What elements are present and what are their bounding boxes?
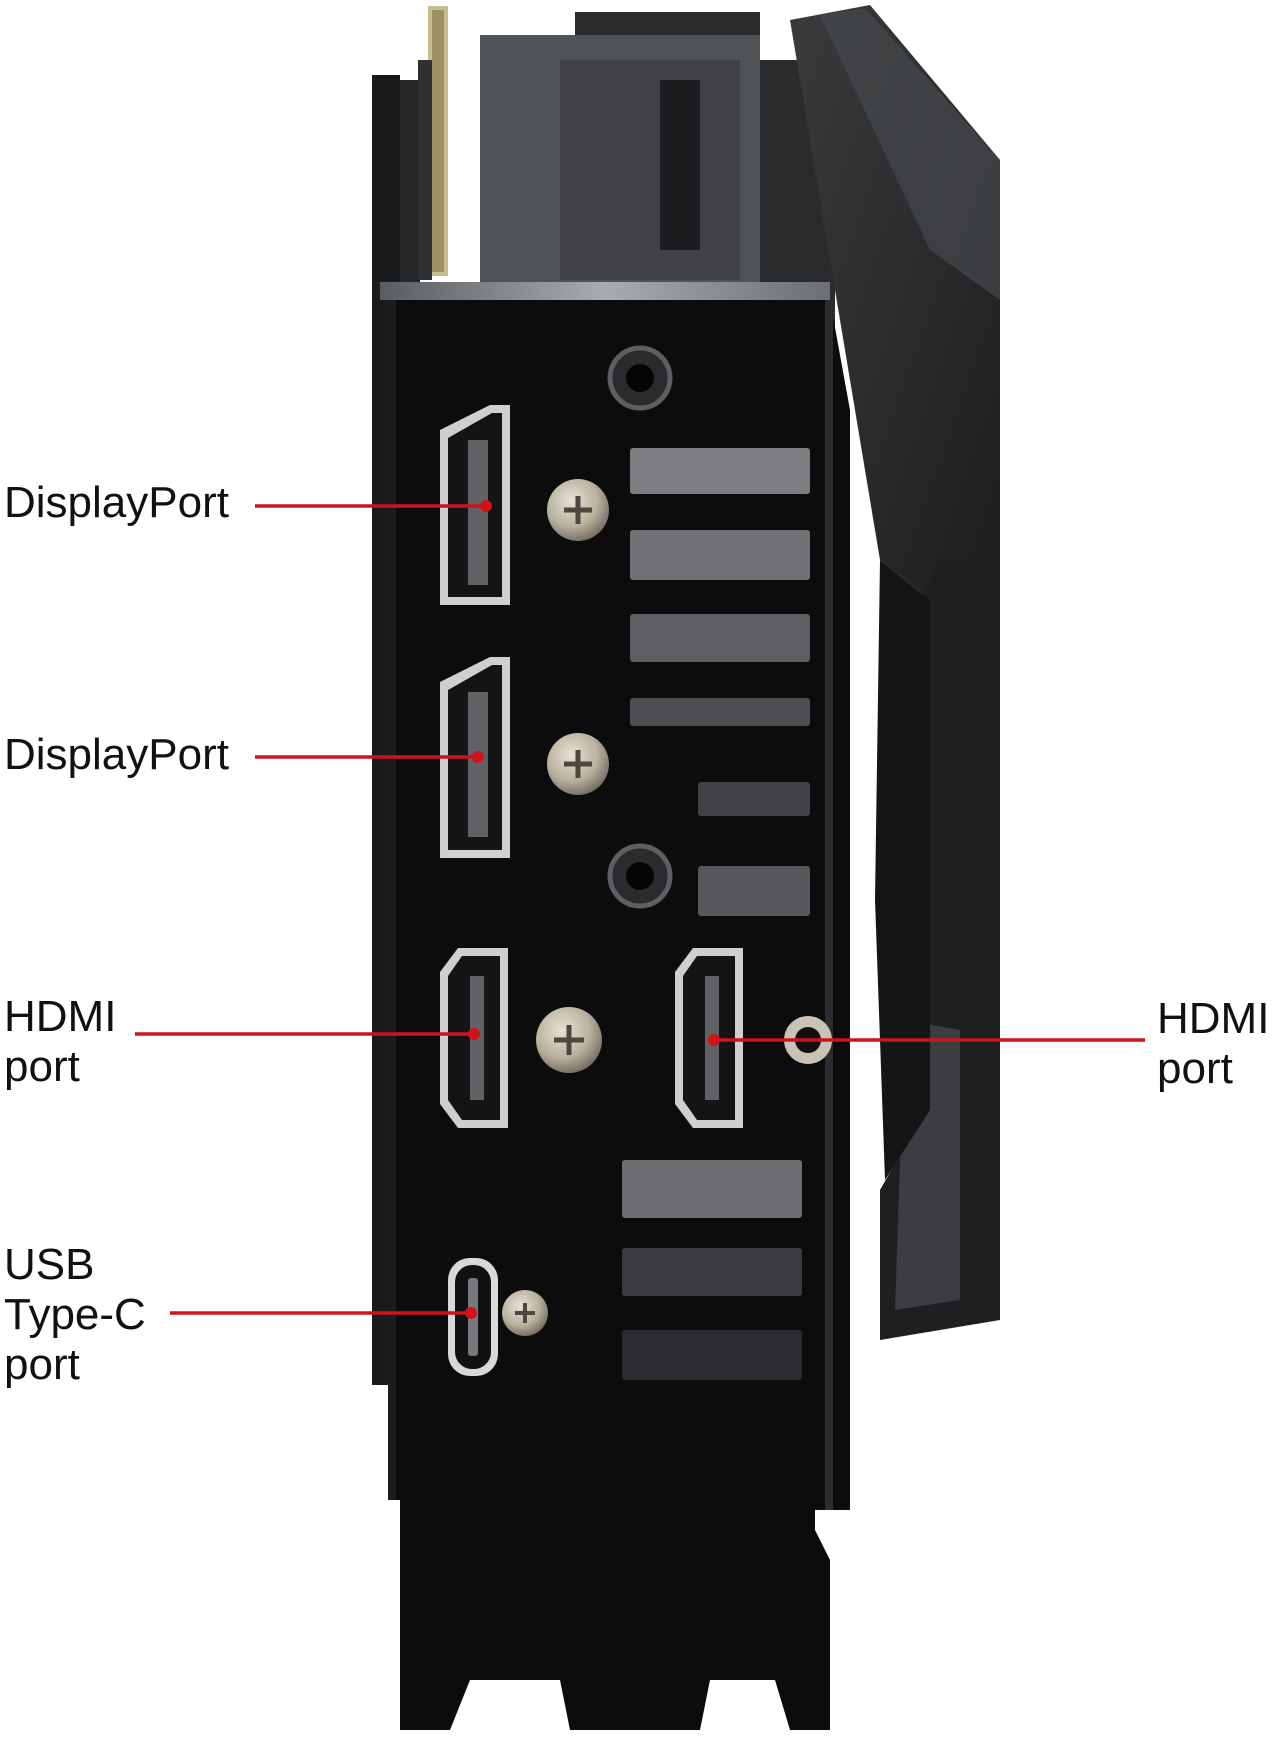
label-displayport-bottom: DisplayPort — [4, 730, 229, 779]
leader-dot-hdmi-right — [708, 1034, 720, 1046]
leader-dot-displayport-bottom — [472, 751, 484, 763]
label-usb-c: USB Type-C port — [4, 1240, 146, 1389]
label-hdmi-right: HDMI port — [1157, 994, 1270, 1093]
label-displayport-top: DisplayPort — [4, 478, 229, 527]
leader-lines — [135, 500, 1145, 1319]
vent-slots — [622, 448, 810, 1380]
screws — [502, 345, 832, 1336]
label-hdmi-left: HDMI port — [4, 992, 117, 1091]
leader-dot-displayport-top — [480, 500, 492, 512]
leader-dot-usb-c — [465, 1307, 477, 1319]
leader-dot-hdmi-left — [468, 1028, 480, 1040]
